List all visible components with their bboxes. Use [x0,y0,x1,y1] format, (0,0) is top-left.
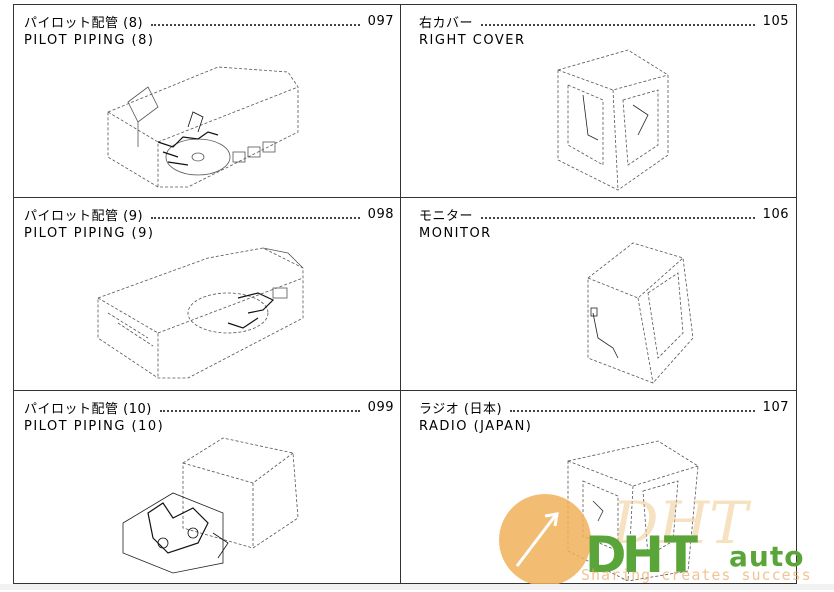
leader-dots [151,210,360,219]
catalog-cell-right-cover[interactable]: 右カバー 105 RIGHT COVER [408,5,793,198]
watermark-brand-ht: HT [622,526,698,584]
english-title: PILOT PIPING (8) [24,33,155,48]
pilot-piping-9-drawing [88,238,318,388]
catalog-sheet [13,4,797,584]
bottom-scroll-strip [0,584,834,590]
japanese-title: パイロット配管 (9) [24,208,144,224]
catalog-cell-monitor[interactable]: モニター 106 MONITOR [408,198,793,391]
row-divider-2 [13,390,797,391]
japanese-title: ラジオ (日本) [419,401,503,417]
row-divider-1 [13,197,797,198]
leader-dots [510,403,755,412]
monitor-drawing [573,238,703,388]
page-number: 099 [367,399,394,415]
leader-dots [151,17,360,26]
page-number: 106 [762,206,789,222]
japanese-title: 右カバー [419,15,474,31]
english-title: PILOT PIPING (10) [24,419,165,434]
watermark-circle-icon [499,494,591,586]
english-title: RADIO (JAPAN) [419,419,533,434]
japanese-title: パイロット配管 (10) [24,401,152,417]
catalog-cell-pilot-piping-9[interactable]: パイロット配管 (9) 098 PILOT PIPING (9) [13,198,398,391]
catalog-cell-radio-japan[interactable]: ラジオ (日本) 107 RADIO (JAPAN) [408,391,793,584]
japanese-title: パイロット配管 (8) [24,15,144,31]
page-number: 098 [367,206,394,222]
page-number: 105 [762,13,789,29]
catalog-cell-pilot-piping-8[interactable]: パイロット配管 (8) 097 PILOT PIPING (8) [13,5,398,198]
pilot-piping-10-drawing [113,433,303,578]
column-divider [400,4,401,584]
english-title: PILOT PIPING (9) [24,226,155,241]
english-title: MONITOR [419,226,492,241]
page-number: 107 [762,399,789,415]
pilot-piping-8-drawing [98,47,308,197]
leader-dots [481,210,755,219]
leader-dots [481,17,755,26]
right-cover-drawing [538,45,678,195]
svg-text:DHT: DHT [611,489,752,557]
dhtauto-watermark: DHT D HT auto [487,488,832,588]
catalog-cell-pilot-piping-10[interactable]: パイロット配管 (10) 099 PILOT PIPING (10) [13,391,398,584]
english-title: RIGHT COVER [419,33,526,48]
leader-dots [159,403,360,412]
watermark-brand-auto: auto [729,540,805,573]
watermark-tagline: Sharing creates success [581,566,812,584]
japanese-title: モニター [419,208,474,224]
page-number: 097 [367,13,394,29]
watermark-brand-d: D [585,526,627,584]
